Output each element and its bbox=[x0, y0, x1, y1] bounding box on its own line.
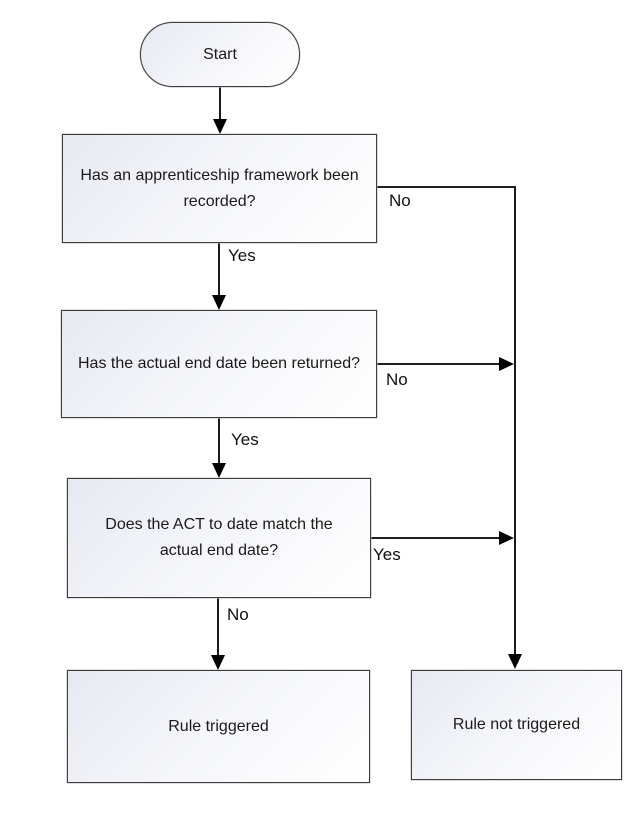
node-rule-triggered-label: Rule triggered bbox=[168, 717, 269, 735]
flowchart-node-actual-end-date-returned: Has the actual end date been returned? bbox=[61, 310, 377, 418]
edge-q1-rule-not-triggered bbox=[377, 186, 522, 669]
edge-label-q1-yes: Yes bbox=[228, 246, 256, 265]
edge-q1-q2 bbox=[212, 243, 226, 310]
node-q1-label: Has an apprenticeship framework been rec… bbox=[80, 166, 359, 210]
node-start-label: Start bbox=[203, 45, 237, 63]
flowchart-node-framework-recorded: Has an apprenticeship framework been rec… bbox=[62, 134, 377, 243]
flowchart-node-rule-triggered: Rule triggered bbox=[67, 670, 370, 783]
arrowhead-down-icon bbox=[508, 654, 522, 669]
flowchart-node-start: Start bbox=[140, 22, 300, 87]
arrowhead-right-icon bbox=[499, 531, 514, 545]
edge-q2-q3 bbox=[212, 418, 226, 478]
arrowhead-right-icon bbox=[499, 357, 514, 371]
arrowhead-down-icon bbox=[212, 463, 226, 478]
node-q2-label: Has the actual end date been returned? bbox=[78, 355, 360, 372]
edge-label-q3-yes: Yes bbox=[373, 545, 401, 564]
arrowhead-down-icon bbox=[212, 295, 226, 310]
node-q3-label: Does the ACT to date match the actual en… bbox=[105, 516, 333, 559]
flowchart-node-act-date-match: Does the ACT to date match the actual en… bbox=[67, 478, 371, 598]
edge-label-q1-no: No bbox=[389, 191, 411, 210]
edge-q2-rule-not-triggered bbox=[377, 357, 514, 371]
edge-q3-rule-triggered bbox=[211, 598, 225, 670]
node-rule-not-triggered-label: Rule not triggered bbox=[452, 716, 581, 733]
edge-label-q2-yes: Yes bbox=[231, 430, 259, 449]
edge-label-q2-no: No bbox=[386, 370, 408, 389]
flowchart-node-rule-not-triggered: Rule not triggered bbox=[411, 670, 622, 780]
edge-q3-rule-not-triggered bbox=[371, 531, 514, 545]
arrowhead-down-icon bbox=[213, 119, 227, 134]
arrowhead-down-icon bbox=[211, 655, 225, 670]
edge-label-q3-no: No bbox=[227, 605, 249, 624]
edge-start-q1 bbox=[213, 87, 227, 134]
